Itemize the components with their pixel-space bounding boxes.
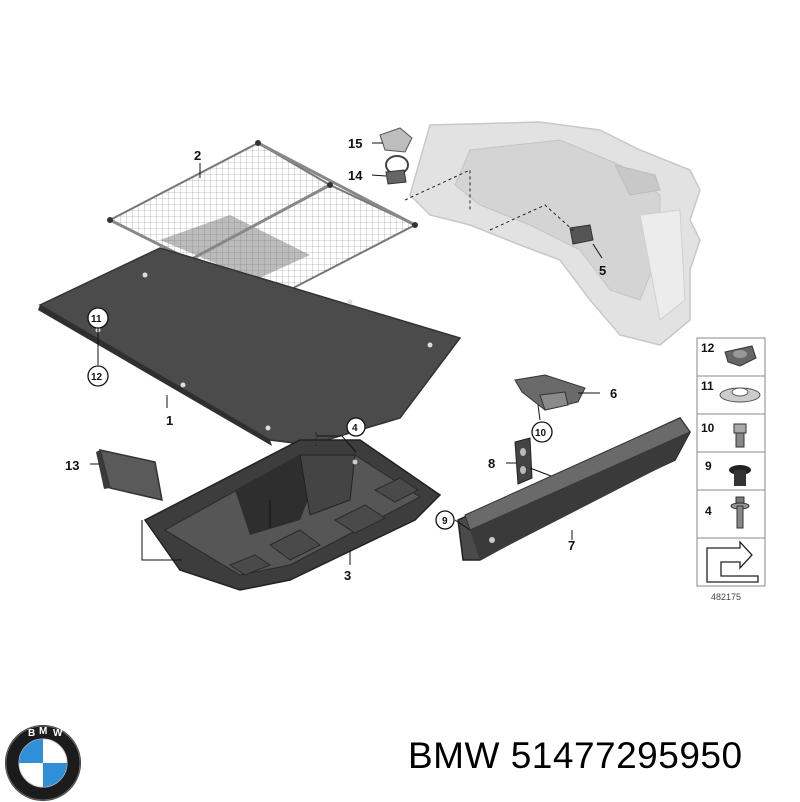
callout-14: 14 <box>348 168 363 183</box>
leader-14 <box>371 174 387 177</box>
svg-text:B: B <box>28 728 35 739</box>
part-caption: BMW 51477295950 <box>408 735 743 777</box>
callout-8: 8 <box>488 456 495 471</box>
leader-10 <box>537 404 541 421</box>
callout-4: 4 <box>352 423 358 434</box>
bracket-6 <box>514 374 586 411</box>
svg-text:W: W <box>53 728 63 739</box>
legend-label-4: 4 <box>705 504 712 518</box>
callout-7: 7 <box>568 538 575 553</box>
callout-11: 11 <box>91 314 102 325</box>
dashed-leader <box>489 204 576 233</box>
hook-parts <box>379 127 413 185</box>
callout-9: 9 <box>442 516 448 527</box>
floor-mat <box>38 247 462 446</box>
callout-15: 15 <box>348 136 362 151</box>
legend-label-11: 11 <box>701 379 714 393</box>
legend-label-10: 10 <box>701 421 715 435</box>
legend-label-12: 12 <box>701 341 715 355</box>
callout-1: 1 <box>166 413 173 428</box>
callout-6: 6 <box>610 386 617 401</box>
callout-5: 5 <box>599 263 606 278</box>
side-trim-panel <box>409 121 701 346</box>
callout-3: 3 <box>344 568 351 583</box>
leader-13-tray <box>141 520 182 561</box>
direction-arrow-icon <box>706 540 759 583</box>
brand-name: BMW <box>408 735 500 776</box>
svg-text:M: M <box>39 726 47 737</box>
callout-2: 2 <box>194 148 201 163</box>
storage-tray <box>143 439 442 591</box>
diagram-id: 482175 <box>711 592 741 602</box>
fastener-legend: 12 11 10 9 4 <box>696 337 766 587</box>
callouts: 1 2 3 4 5 6 7 8 9 10 11 12 13 14 15 <box>65 136 617 583</box>
cover-13 <box>96 449 163 501</box>
callout-12: 12 <box>91 372 103 383</box>
callout-10: 10 <box>535 428 547 439</box>
leader-4 <box>316 435 357 453</box>
dashed-leader <box>404 169 471 210</box>
bmw-logo: B M W <box>5 725 81 801</box>
part-number: 51477295950 <box>510 735 743 776</box>
legend-label-9: 9 <box>705 459 712 473</box>
callout-13: 13 <box>65 458 79 473</box>
bracket-8 <box>514 437 533 485</box>
leader-9 <box>454 519 471 531</box>
loading-sill-7 <box>457 417 691 561</box>
leader-5 <box>592 243 603 259</box>
